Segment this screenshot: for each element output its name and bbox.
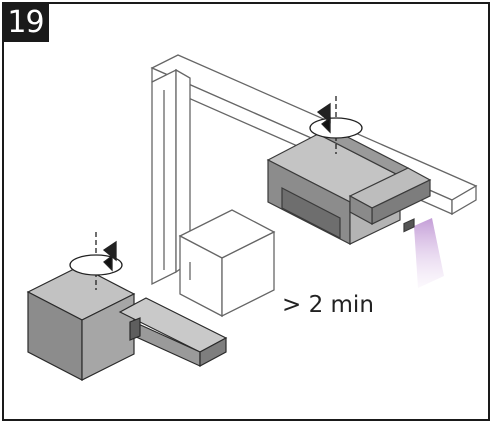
step-number-badge: 19 — [2, 2, 49, 42]
part-before-curing — [26, 265, 228, 381]
uv-light-beam — [414, 218, 444, 288]
rotate-arrow-icon — [69, 232, 123, 290]
curing-duration-label: > 2 min — [282, 292, 374, 318]
cured-part — [266, 127, 432, 245]
rotate-arrow-icon — [309, 96, 363, 154]
